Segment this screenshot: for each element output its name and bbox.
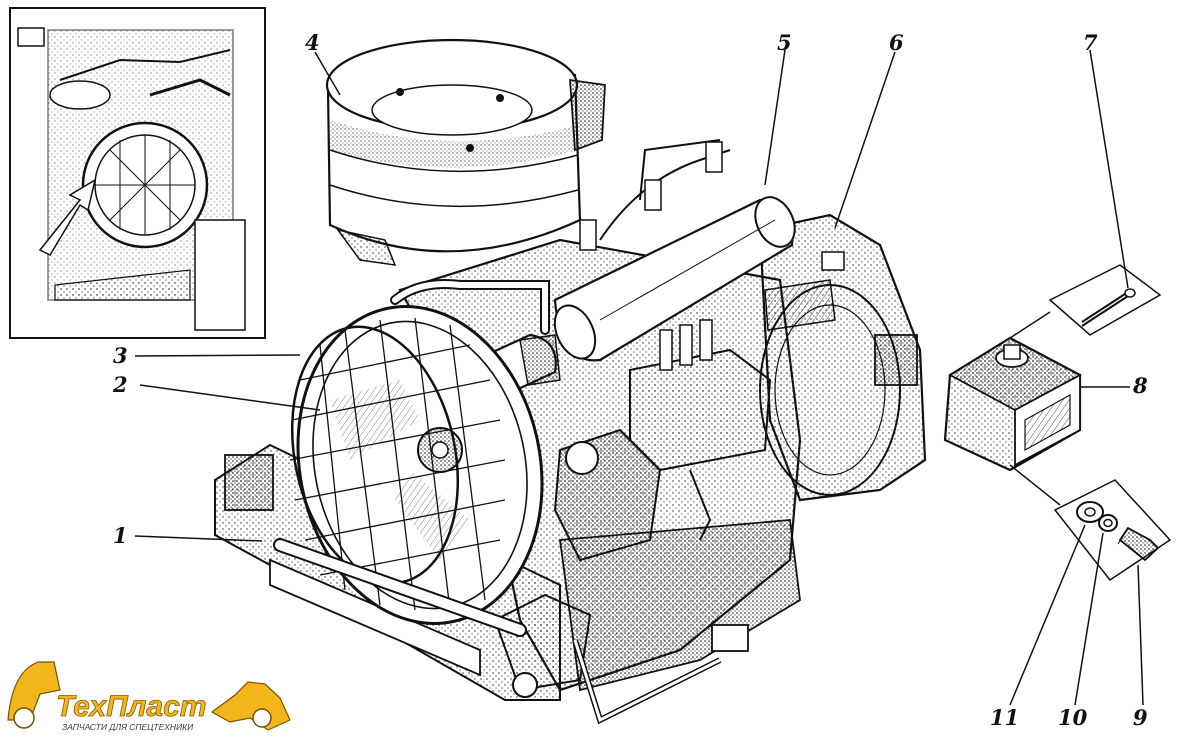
callout-2: 2 [112, 372, 128, 397]
excavator-arm-icon [7, 661, 61, 721]
callout-9: 9 [1133, 705, 1148, 730]
tractor-hood-inset-icon [9, 7, 266, 339]
left-mount [224, 454, 274, 511]
callout-10: 10 [1058, 705, 1088, 730]
callout-1: 1 [113, 523, 128, 548]
injection-pump [629, 348, 772, 472]
mount-pad [943, 336, 1082, 472]
callout-6: 6 [889, 30, 904, 55]
callout-labels: 1 2 3 4 5 6 7 8 9 10 11 [112, 30, 1148, 730]
logo-tagline: ЗАПЧАСТИ ДЛЯ СПЕЦТЕХНИКИ [62, 722, 194, 732]
callout-7: 7 [1083, 30, 1098, 55]
loader-bucket-icon [210, 681, 291, 731]
callout-5: 5 [777, 30, 792, 55]
callout-8: 8 [1132, 373, 1148, 398]
fan-blade [330, 380, 420, 460]
cotter-pin-part [1048, 264, 1162, 336]
logo-name: ТехПласт [56, 690, 206, 723]
oil-pan [558, 519, 801, 692]
callout-11: 11 [990, 705, 1019, 730]
callout-4: 4 [305, 30, 320, 55]
engine-assembly [214, 38, 927, 725]
techplast-logo: ТехПласт ЗАПЧАСТИ ДЛЯ СПЕЦТЕХНИКИ [7, 661, 291, 732]
leader-lines [134, 49, 1144, 706]
fastener-parts [1053, 479, 1172, 582]
callout-3: 3 [113, 343, 128, 368]
